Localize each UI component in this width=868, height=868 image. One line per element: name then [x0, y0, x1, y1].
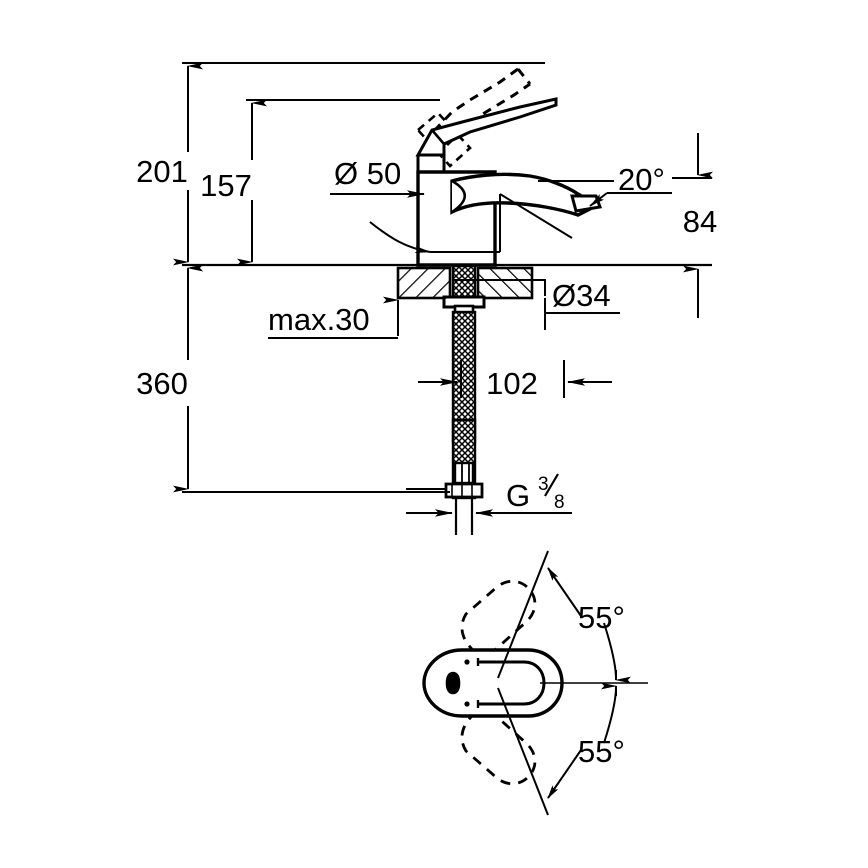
dimension-thread-size — [406, 488, 572, 528]
dimension-label-d50: Ø 50 — [334, 156, 401, 191]
countertop-section — [396, 266, 534, 300]
handle-swivel-ghost-lower — [460, 707, 537, 786]
leader-line-d34 — [452, 279, 546, 296]
fraction-slash — [544, 473, 559, 497]
dimension-label-157: 157 — [200, 168, 252, 203]
dimension-body-diameter — [330, 190, 425, 262]
dimension-label-360: 360 — [136, 366, 188, 401]
dimension-label-84: 84 — [683, 204, 717, 239]
body-collar — [416, 153, 446, 172]
handle-cap-slot — [445, 671, 461, 695]
dimension-label-d34: Ø34 — [552, 278, 611, 313]
handle-screw-dots — [464, 659, 470, 707]
dimension-label-g38-numerator: 3 — [538, 474, 549, 495]
leader-line-20deg — [589, 192, 608, 207]
dimension-label-55-upper: 55° — [578, 600, 625, 635]
dimension-label-g38-g: G — [506, 478, 530, 513]
angle-ray-55-lower — [497, 687, 549, 816]
dimension-spout-angle — [369, 180, 672, 253]
dimension-label-102: 102 — [486, 366, 538, 401]
dimension-spout-height — [237, 99, 440, 266]
dimension-swivel-upper — [497, 550, 631, 684]
dimension-max-deck-thickness — [268, 296, 446, 339]
dimension-spout-reach — [418, 360, 612, 398]
spout-aerator — [570, 194, 603, 213]
dimension-swivel-lower — [497, 682, 617, 816]
angle-leader-55-upper — [547, 567, 582, 617]
leader-line-spout-20 — [369, 221, 431, 253]
dimension-hose-length — [173, 264, 450, 493]
dimension-label-max30: max.30 — [268, 302, 370, 337]
lever-handle — [415, 97, 558, 157]
dimension-label-201: 201 — [136, 154, 188, 189]
angle-ray-55-upper — [497, 550, 549, 679]
dimension-label-g38-denominator: 8 — [554, 492, 565, 513]
dimension-label-20deg: 20° — [618, 162, 665, 197]
dimension-projection — [672, 133, 713, 318]
handle-plan-inner — [476, 658, 546, 708]
dimension-mounting-hole — [452, 279, 620, 330]
angle-ray-20deg — [499, 193, 573, 239]
faucet-front-elevation — [182, 67, 712, 535]
supply-hose — [451, 418, 477, 500]
hose-tail — [454, 497, 474, 535]
handle-plan-view — [422, 579, 648, 786]
dimension-label-55-lower: 55° — [578, 734, 625, 769]
angle-leader-55-lower — [547, 749, 582, 799]
hose-connector-nut — [444, 482, 484, 499]
handle-swivel-ghost-upper — [460, 579, 537, 658]
